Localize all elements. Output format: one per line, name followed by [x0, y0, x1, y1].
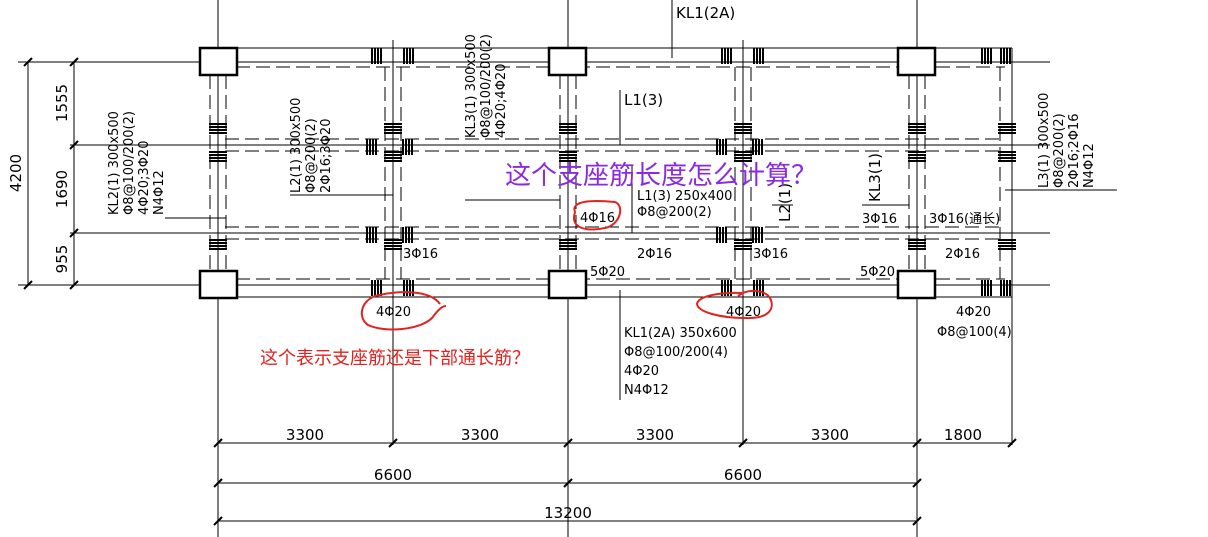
- kl2-side-bars: N4Φ12: [152, 170, 167, 215]
- l1-label: L1(3): [624, 91, 663, 109]
- kl1-top-label: KL1(2A): [676, 4, 735, 22]
- dim-span: 1800: [944, 426, 982, 444]
- kl1-side-bars: N4Φ12: [624, 383, 669, 398]
- rebar-cantilever-4p20: 4Φ20: [956, 305, 991, 320]
- dim-vertical-part: 1690: [53, 170, 71, 208]
- l3-side-bars: N4Φ12: [1082, 143, 1097, 188]
- rebar-3p16-through: 3Φ16(通长): [929, 212, 1000, 227]
- l2-stirrup: Φ8@200(2): [304, 118, 319, 193]
- grid-lines: [18, 0, 1050, 537]
- kl3-right-label: KL3(1): [866, 153, 884, 202]
- rebar-labels: 4Φ16 3Φ16 3Φ16 3Φ16 3Φ16(通长) 2Φ16 5Φ20 5…: [376, 211, 1012, 340]
- red-circle-bottom-left: [360, 291, 447, 331]
- dim-span: 3300: [286, 426, 324, 444]
- kl1-top-bars: 4Φ20: [624, 364, 659, 379]
- kl2-stirrup: Φ8@100/200(2): [122, 111, 137, 215]
- rebar-5p20: 5Φ20: [860, 265, 895, 280]
- l3-name: L3(1) 300x500: [1037, 93, 1052, 188]
- column: [547, 269, 588, 300]
- beam-outlines: [200, 47, 1013, 298]
- column: [198, 269, 239, 300]
- rebar-5p20: 5Φ20: [590, 265, 625, 280]
- l3-bars: 2Φ16;2Φ16: [1067, 114, 1082, 188]
- rebar-3p16: 3Φ16: [862, 212, 897, 227]
- question-red: 这个表示支座筋还是下部通长筋？: [260, 348, 530, 369]
- dim-span: 3300: [811, 426, 849, 444]
- dim-span: 3300: [636, 426, 674, 444]
- rebar-bottom-4p20: 4Φ20: [376, 305, 411, 320]
- dim-span: 3300: [461, 426, 499, 444]
- horizontal-dimensions: 3300 3300 3300 3300 1800 6600 6600 13200: [213, 426, 1017, 526]
- l2-name: L2(1) 300x500: [289, 98, 304, 193]
- rebar-2p16: 2Φ16: [945, 247, 980, 262]
- red-markup: [360, 200, 773, 331]
- dim-vertical-total: 4200: [7, 154, 25, 192]
- rebar-3p16: 3Φ16: [403, 247, 438, 262]
- rebar-cantilever-stirrup: Φ8@100(4): [937, 325, 1012, 340]
- stirrup-marks: [209, 48, 1016, 296]
- column: [547, 46, 588, 77]
- kl1-name: KL1(2A) 350x600: [624, 326, 737, 341]
- l1-name: L1(3) 250x400: [637, 189, 732, 204]
- kl1-stirrup: Φ8@100/200(4): [624, 345, 728, 360]
- dim-vertical-part: 955: [53, 245, 71, 274]
- dim-bay: 6600: [374, 466, 412, 484]
- rebar-support-l1: 4Φ16: [580, 211, 615, 226]
- beam-labels: KL1(2A) L1(3) KL2(1) 300x500 Φ8@100/200(…: [107, 4, 1097, 398]
- dim-vertical-part: 1555: [53, 84, 71, 122]
- rebar-bottom-4p20: 4Φ20: [726, 305, 761, 320]
- question-purple: 这个支座筋长度怎么计算？: [505, 161, 817, 191]
- rebar-3p16: 3Φ16: [753, 247, 788, 262]
- red-circle-support-l1: [573, 200, 622, 231]
- kl3-stirrup: Φ8@100/200(2): [479, 34, 494, 138]
- kl3-name: KL3(1) 300x500: [464, 34, 479, 138]
- column: [198, 46, 239, 77]
- kl3-bars: 4Φ20;4Φ20: [494, 64, 509, 138]
- dim-bay: 6600: [724, 466, 762, 484]
- leader-lines: [165, 0, 1117, 400]
- vertical-dimensions: 4200 1555 1690 955: [7, 57, 79, 290]
- red-circle-bottom-mid: [695, 290, 773, 320]
- column: [896, 269, 937, 300]
- l2-right-label: L2(1): [776, 183, 794, 222]
- kl2-bars: 4Φ20;3Φ20: [137, 141, 152, 215]
- columns: [198, 46, 937, 300]
- column: [896, 46, 937, 77]
- l1-bars: 2Φ16: [637, 247, 672, 262]
- dim-total: 13200: [544, 504, 592, 522]
- l2-bars: 2Φ16;3Φ20: [319, 119, 334, 193]
- kl2-name: KL2(1) 300x500: [107, 111, 122, 215]
- l1-stirrup: Φ8@200(2): [637, 205, 712, 220]
- l3-stirrup: Φ8@200(2): [1052, 113, 1067, 188]
